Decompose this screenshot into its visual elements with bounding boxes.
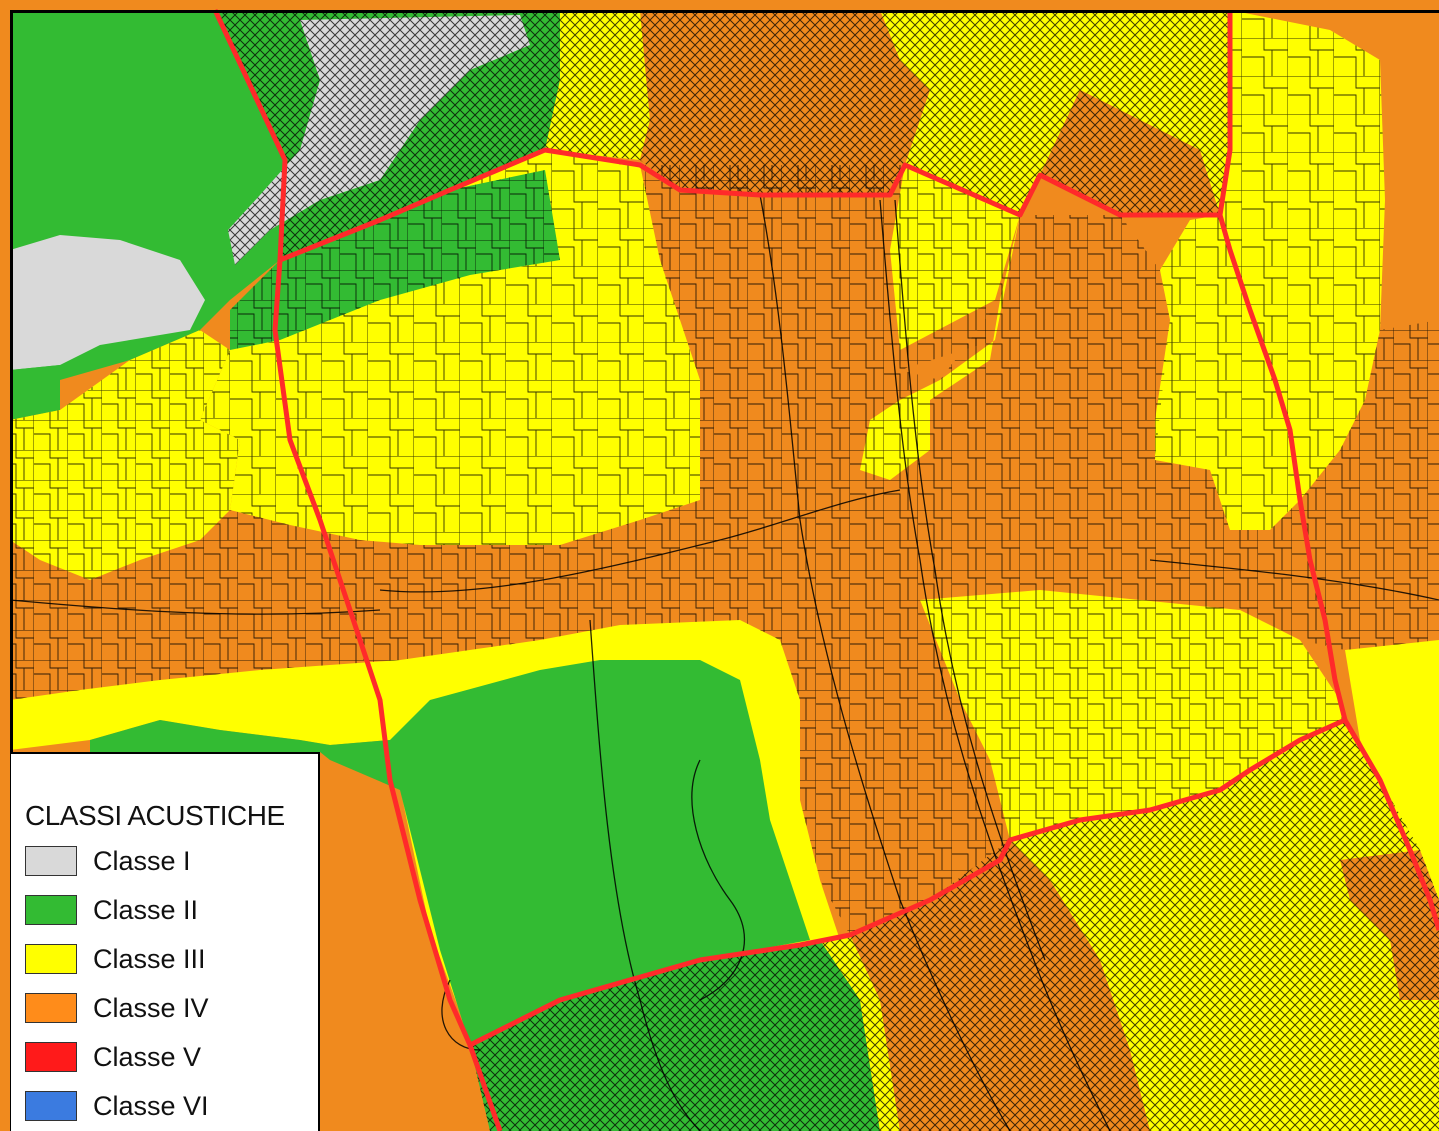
zone-hatch-south-green: [470, 940, 880, 1131]
legend-swatch-classe-vi: [25, 1091, 77, 1121]
zone-hatch-north-orange: [640, 10, 930, 195]
legend-swatch-classe-i: [25, 846, 77, 876]
legend-label-classe-vi: Classe VI: [93, 1090, 209, 1121]
legend-item-classe-ii: Classe II: [25, 893, 198, 927]
zone-boundaries: [212, 8, 1439, 1131]
legend-item-classe-v: Classe V: [25, 1040, 201, 1074]
legend-label-classe-iii: Classe III: [93, 943, 206, 974]
legend-item-classe-i: Classe I: [25, 844, 191, 878]
zone-classe-iii-east-edge: [1345, 640, 1439, 900]
legend-swatch-classe-v: [25, 1042, 77, 1072]
zone-classe-ii-west-strip: [10, 365, 60, 420]
zone-hatch-south-east: [1010, 720, 1439, 1131]
zone-hatch-south-east-pocket: [1340, 850, 1439, 1000]
zone-parcels-green-strip: [230, 170, 560, 350]
legend-panel: CLASSI ACUSTICHE Classe I Classe II Clas…: [11, 752, 320, 1131]
legend-swatch-classe-iii: [25, 944, 77, 974]
zone-parcels-west: [10, 330, 240, 580]
legend-label-classe-v: Classe V: [93, 1041, 202, 1072]
legend-item-classe-iii: Classe III: [25, 942, 206, 976]
zone-hatch-south-strip: [820, 935, 900, 1131]
legend-label-classe-ii: Classe II: [93, 894, 199, 925]
zone-classe-ii-park: [90, 660, 810, 1045]
zone-hatch-north-pocket: [1040, 90, 1220, 215]
legend-swatch-classe-iv: [25, 993, 77, 1023]
legend-swatch-classe-ii: [25, 895, 77, 925]
legend-title: CLASSI ACUSTICHE: [25, 800, 285, 831]
zone-parcels-orange: [10, 165, 1439, 935]
legend-label-classe-iv: Classe IV: [93, 992, 209, 1023]
zone-classe-i-west: [10, 235, 205, 370]
road-network: [9, 194, 1439, 1131]
zone-hatch-north-yellow-a: [545, 10, 650, 160]
legend-label-classe-i: Classe I: [93, 845, 191, 876]
zone-hatch-north-grey: [228, 15, 530, 265]
legend-item-classe-iv: Classe IV: [25, 991, 209, 1025]
legend-item-classe-vi: Classe VI: [25, 1089, 209, 1123]
zone-hatch-north-yellow-b: [880, 10, 1230, 215]
zone-parcels-east: [1155, 10, 1385, 530]
